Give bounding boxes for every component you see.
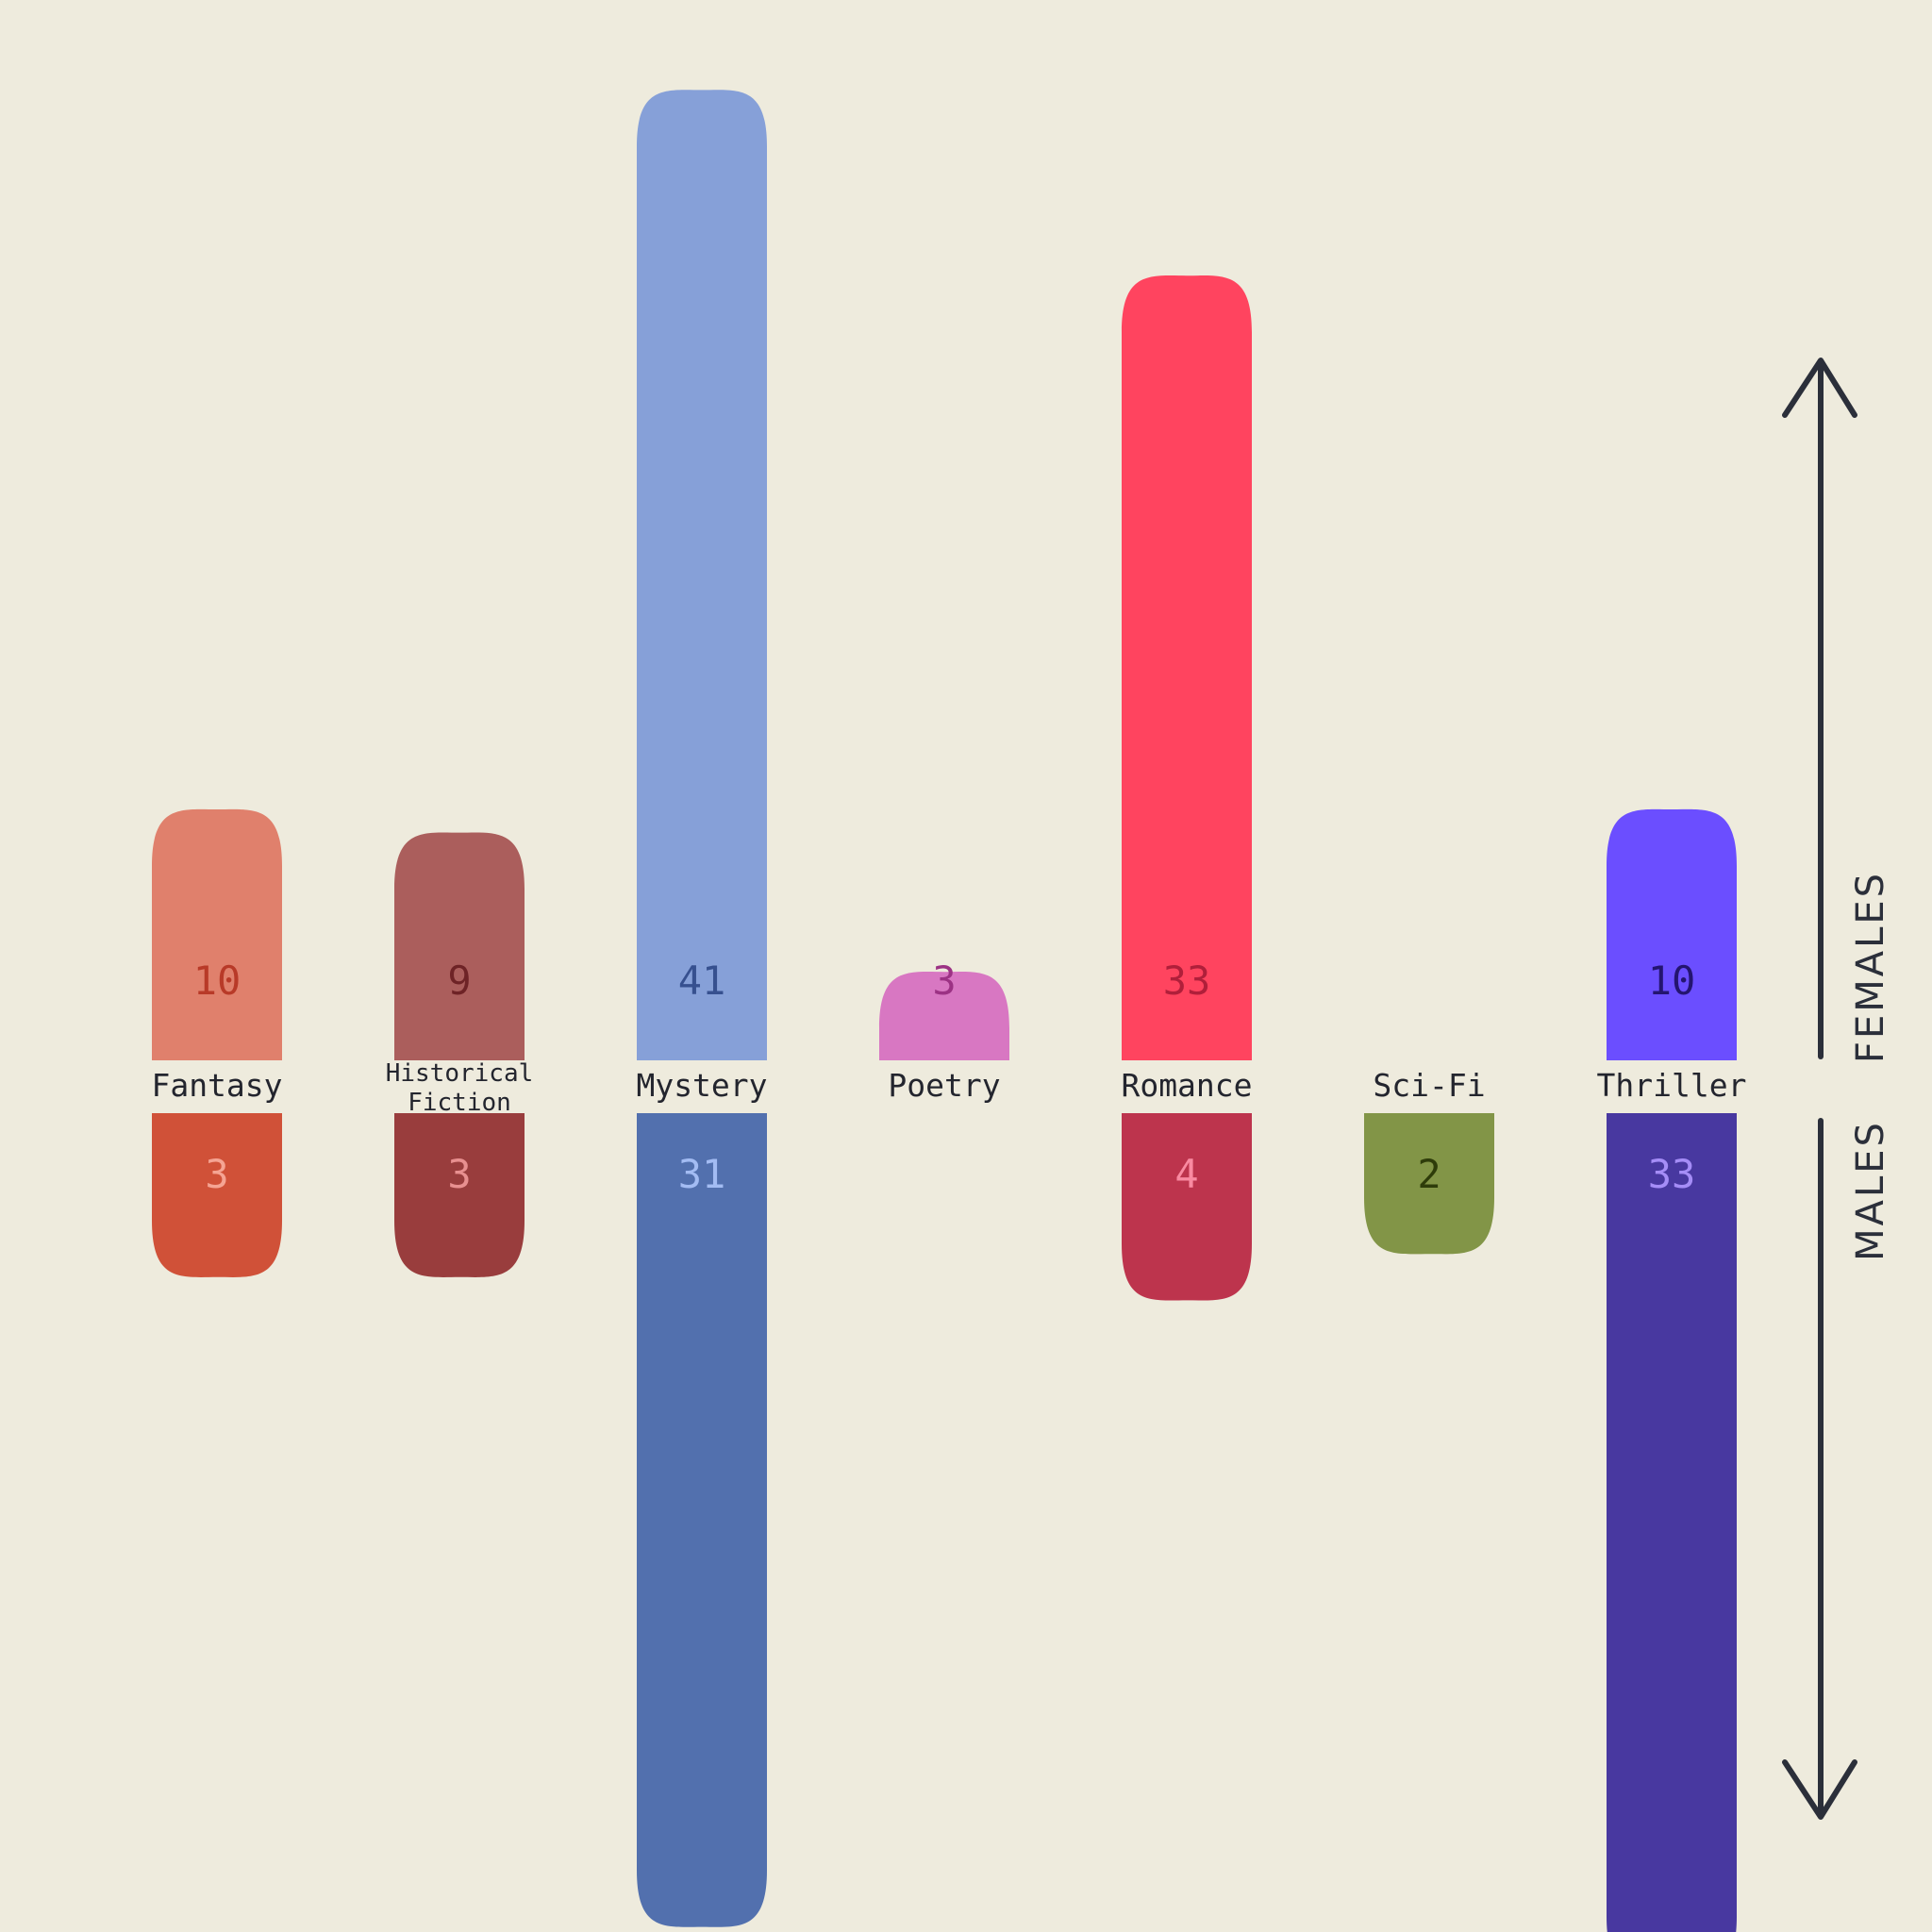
female-value-label-fantasy: 10 [193,958,242,1004]
female-value-label-thriller: 10 [1648,958,1696,1004]
male-bar-fantasy [152,1113,282,1277]
male-bar-historical-fiction [394,1113,525,1277]
male-bar-sci-fi [1364,1113,1494,1255]
female-bars-group [152,90,1737,1061]
female-bar-fantasy [152,808,282,1060]
category-label-poetry: Poetry [888,1067,1000,1104]
female-value-label-poetry: 3 [932,958,956,1004]
female-value-label-mystery: 41 [678,958,726,1004]
females-arrow-head [1782,358,1857,418]
category-label-romance: Romance [1121,1067,1252,1104]
category-label-thriller: Thriller [1597,1067,1747,1104]
males-arrow-head [1782,1759,1857,1820]
male-value-label-historical-fiction: 3 [447,1151,471,1197]
male-value-label-mystery: 31 [678,1151,726,1197]
male-bars-group [152,1113,1737,1932]
female-bar-poetry [879,972,1009,1060]
male-bar-romance [1122,1113,1252,1301]
female-bar-romance [1122,275,1252,1061]
female-bar-thriller [1607,808,1737,1060]
category-label-mystery: Mystery [636,1067,767,1104]
female-bar-mystery [637,90,767,1061]
male-value-label-sci-fi: 2 [1417,1151,1441,1197]
category-label-sci-fi: Sci-Fi [1373,1067,1485,1104]
female-bar-historical-fiction [394,832,525,1060]
axis-label-females: FEMALES [1849,871,1892,1063]
male-value-label-romance: 4 [1174,1151,1198,1197]
axis-label-males: MALES [1849,1120,1892,1261]
category-label-fantasy: Fantasy [151,1067,282,1104]
male-value-label-fantasy: 3 [205,1151,228,1197]
female-value-label-romance: 33 [1163,958,1211,1004]
male-value-label-thriller: 33 [1648,1151,1696,1197]
male-bar-mystery [637,1113,767,1927]
direction-axis [1782,358,1857,1820]
female-value-label-historical-fiction: 9 [447,958,471,1004]
male-bar-thriller [1607,1113,1737,1932]
